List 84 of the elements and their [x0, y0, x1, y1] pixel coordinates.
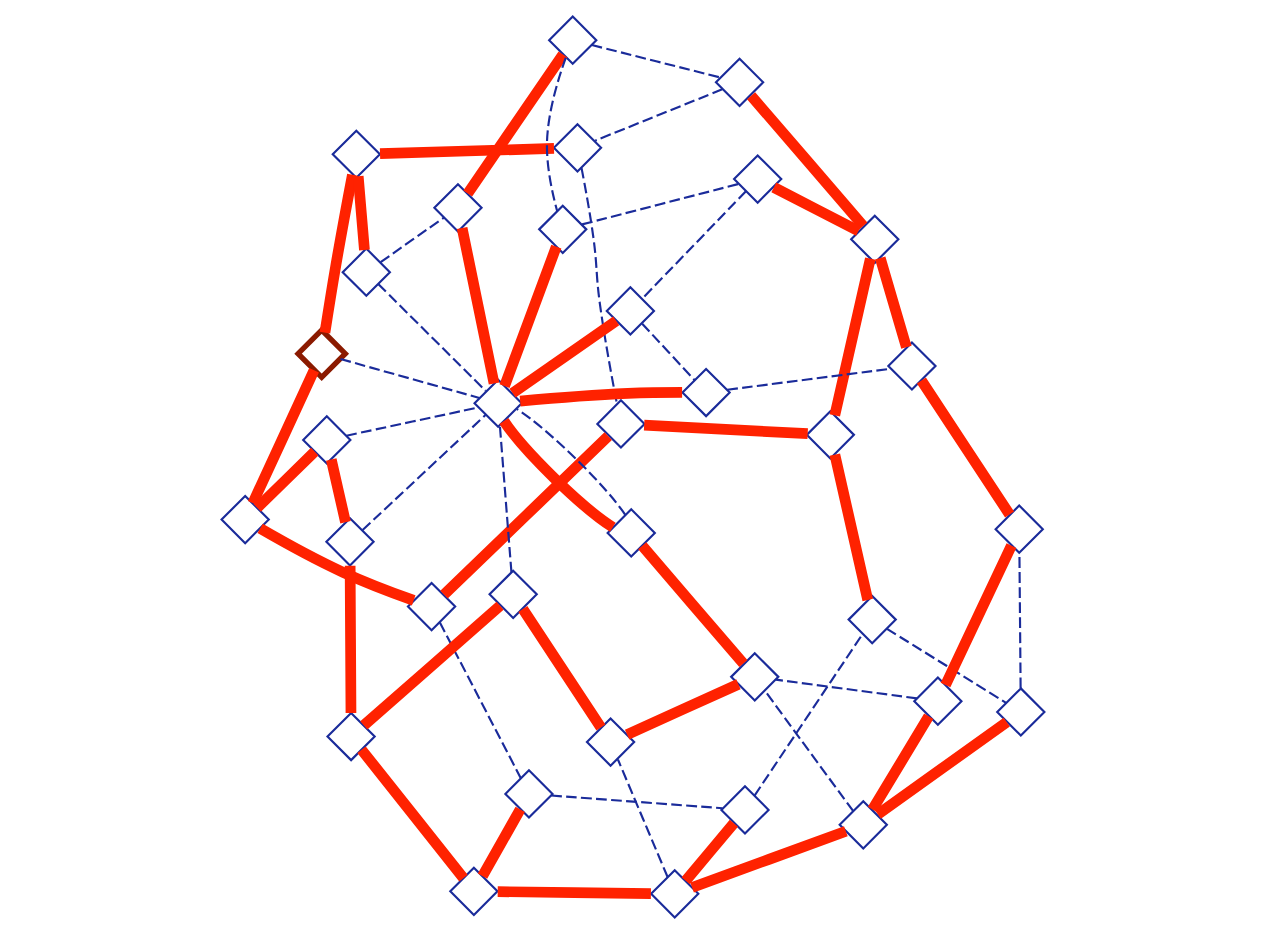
- node-diamond: [325, 711, 377, 762]
- node-diamond: [719, 784, 771, 835]
- node-diamond: [488, 569, 539, 620]
- node-diamond: [805, 409, 856, 460]
- connector: [545, 57, 567, 212]
- node-diamond: [324, 516, 376, 567]
- connector: [616, 759, 669, 878]
- connector: [247, 368, 319, 506]
- connector: [438, 622, 522, 779]
- connector: [340, 358, 480, 400]
- connector: [346, 406, 478, 437]
- connector: [497, 886, 651, 899]
- connector: [361, 414, 487, 531]
- node-diamond: [994, 504, 1045, 555]
- connector: [519, 387, 683, 407]
- connector: [624, 679, 741, 740]
- node-diamond: [886, 340, 938, 392]
- node-diamond: [714, 57, 765, 108]
- connector: [581, 183, 739, 226]
- connector: [357, 746, 468, 882]
- node-diamond: [473, 378, 524, 429]
- node-diamond: [585, 717, 636, 768]
- connector: [352, 175, 370, 251]
- connector: [875, 256, 912, 349]
- connector: [516, 408, 626, 516]
- node-diamond: [649, 868, 700, 919]
- connector: [360, 601, 504, 730]
- connector: [829, 453, 873, 602]
- connector: [916, 377, 1015, 518]
- node-diamond: [552, 122, 603, 173]
- connector: [690, 826, 848, 893]
- node-diamond: [537, 204, 588, 255]
- connector: [764, 690, 855, 812]
- connector: [594, 88, 723, 142]
- connector: [886, 627, 1007, 704]
- connector: [509, 316, 620, 398]
- connector: [940, 543, 1017, 688]
- connector: [775, 678, 918, 700]
- connector: [499, 417, 616, 532]
- connector: [377, 283, 487, 392]
- node-diamond: [847, 594, 898, 645]
- connector: [591, 44, 721, 79]
- node-diamond: [838, 799, 889, 850]
- connector: [379, 143, 555, 159]
- node-diamond: [912, 676, 963, 727]
- node-diamond: [294, 326, 350, 382]
- node-diamond: [448, 866, 499, 917]
- node-diamond: [606, 507, 657, 559]
- node-diamond: [595, 398, 647, 450]
- node-diamond: [680, 367, 732, 418]
- connector: [518, 606, 606, 731]
- node-diamond: [605, 285, 656, 337]
- connector: [747, 92, 868, 230]
- connector: [580, 167, 618, 404]
- connector: [551, 794, 723, 810]
- connector: [344, 565, 357, 714]
- connector: [867, 713, 934, 813]
- connector: [498, 425, 513, 573]
- connector: [874, 717, 1010, 819]
- connector: [829, 257, 876, 417]
- node-diamond: [341, 247, 392, 298]
- connector: [253, 447, 319, 512]
- connector: [638, 542, 748, 668]
- node-diamond: [729, 651, 780, 702]
- connector: [477, 806, 525, 879]
- node-diamond: [995, 686, 1046, 738]
- connector: [380, 216, 445, 263]
- connector: [319, 173, 358, 334]
- node-diamond: [849, 214, 900, 265]
- connector: [681, 819, 738, 885]
- node-diamond: [301, 414, 352, 465]
- node-diamond: [406, 581, 457, 632]
- connector: [326, 458, 351, 524]
- node-diamond: [732, 153, 783, 205]
- node-diamond: [220, 494, 271, 545]
- connector: [641, 190, 747, 300]
- connector: [257, 523, 416, 606]
- connector: [641, 322, 696, 381]
- node-diamond: [432, 182, 484, 233]
- connector: [463, 51, 568, 197]
- node-diamond: [547, 15, 598, 66]
- node-diamond: [503, 768, 555, 819]
- connector: [456, 226, 500, 385]
- connector: [771, 182, 861, 236]
